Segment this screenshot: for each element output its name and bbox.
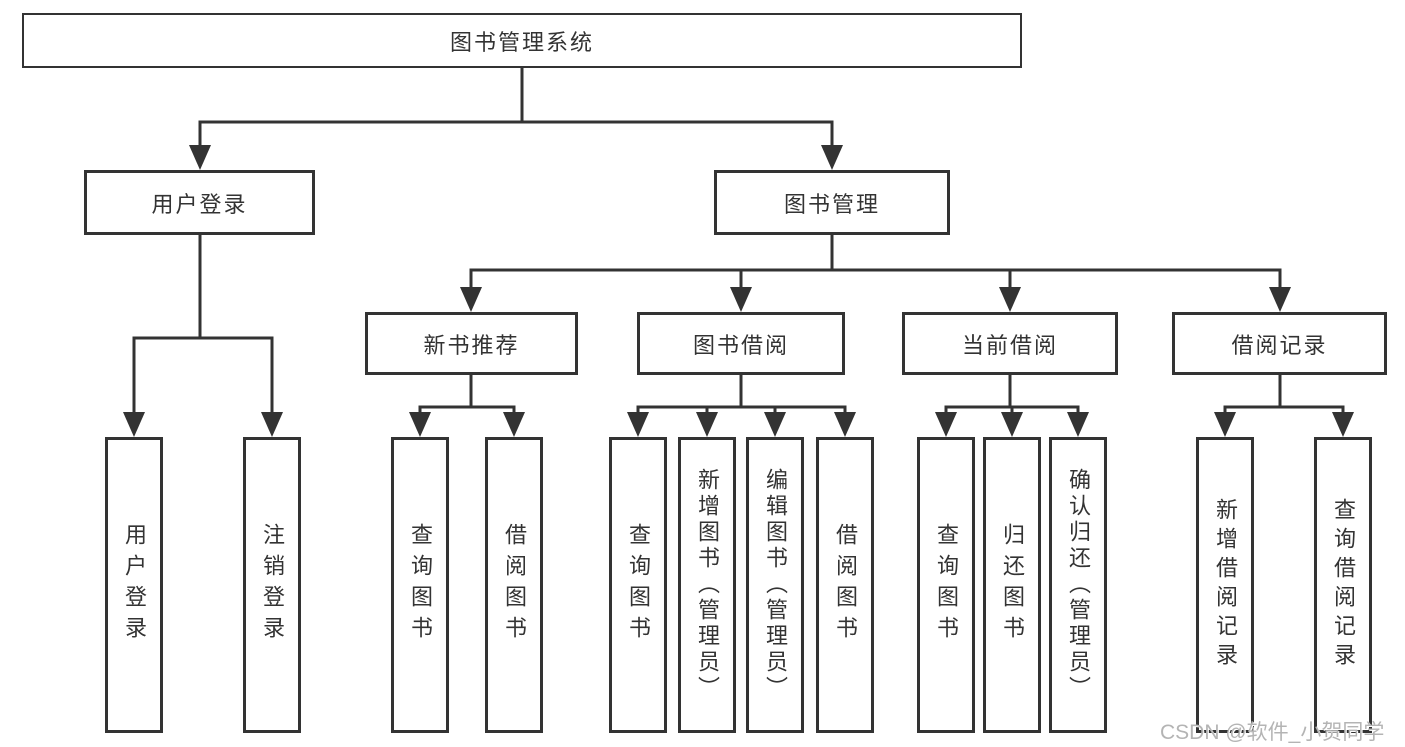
node-label: 查询图书 [934,523,959,647]
leaf-query-borrow-record: 查询借阅记录 [1314,437,1372,733]
node-new-book-recommend: 新书推荐 [365,312,578,375]
node-label: 新增借阅记录 [1213,498,1238,672]
node-label: 查询借阅记录 [1331,498,1356,672]
node-book-borrow: 图书借阅 [637,312,845,375]
borrow-record-connectors [1214,375,1354,437]
leaf-user-login: 用户登录 [105,437,163,733]
leaf-add-books-admin: 新增图书（管理员） [678,437,736,733]
user-login-connectors [123,235,283,437]
node-user-login: 用户登录 [84,170,315,235]
leaf-query-books-borrow: 查询图书 [609,437,667,733]
leaf-query-books-current: 查询图书 [917,437,975,733]
csdn-watermark: CSDN @软件_小贺同学 [1160,721,1385,744]
current-borrow-connectors [935,375,1089,437]
leaf-borrow-books: 借阅图书 [816,437,874,733]
leaf-edit-books-admin: 编辑图书（管理员） [746,437,804,733]
leaf-return-books: 归还图书 [983,437,1041,733]
leaf-query-books-recommend: 查询图书 [391,437,449,733]
node-label: 新增图书（管理员） [695,468,720,702]
node-borrow-record: 借阅记录 [1172,312,1387,375]
new-book-connectors [409,375,525,437]
node-label: 确认归还（管理员） [1066,468,1091,702]
node-current-borrow: 当前借阅 [902,312,1118,375]
node-label: 图书借阅 [692,332,789,358]
node-label: 查询图书 [408,523,433,647]
root-connectors [189,68,843,170]
node-label: 图书管理 [783,191,880,217]
node-label: 查询图书 [626,523,651,647]
node-label: 借阅记录 [1231,332,1328,358]
node-label: 新书推荐 [423,332,520,358]
node-label: 借阅图书 [502,523,527,647]
leaf-add-borrow-record: 新增借阅记录 [1196,437,1254,733]
node-label: 编辑图书（管理员） [763,468,788,702]
node-system-root: 图书管理系统 [22,13,1022,68]
node-book-management: 图书管理 [714,170,950,235]
node-label: 当前借阅 [961,332,1058,358]
leaf-confirm-return-admin: 确认归还（管理员） [1049,437,1107,733]
node-label: 图书管理系统 [449,29,594,55]
leaf-logout: 注销登录 [243,437,301,733]
book-mgmt-connectors [460,235,1291,312]
node-label: 借阅图书 [833,523,858,647]
leaf-borrow-books-recommend: 借阅图书 [485,437,543,733]
node-label: 归还图书 [1000,523,1025,647]
node-label: 用户登录 [151,191,248,217]
node-label: 注销登录 [260,523,285,647]
node-label: 用户登录 [122,523,147,647]
book-borrow-connectors [627,375,856,437]
